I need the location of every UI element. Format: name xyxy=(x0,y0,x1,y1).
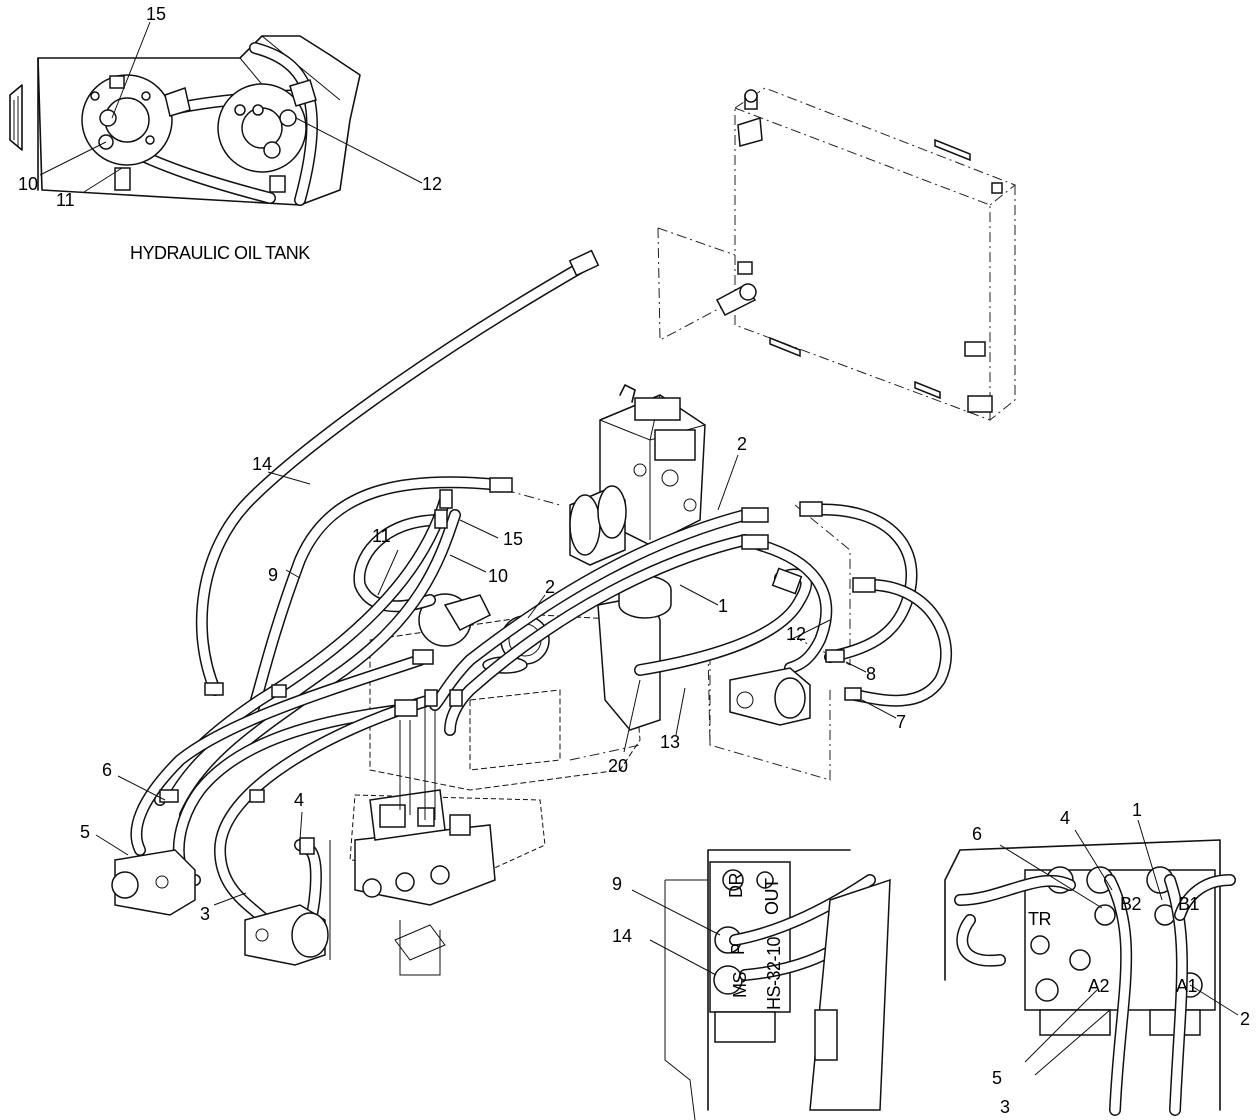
callout-label: 9 xyxy=(268,565,278,585)
valve-detail-right: B2 B1 TR A2 A1 xyxy=(944,819,1239,1116)
mark-dr: DR xyxy=(726,873,746,898)
oil-tank-inset xyxy=(9,21,423,206)
callout-label: 12 xyxy=(422,174,442,194)
fittings xyxy=(159,249,876,855)
callout-label: 2 xyxy=(737,434,747,454)
callout-label: 12 xyxy=(786,624,806,644)
callout-label: 7 xyxy=(896,712,906,732)
callout-label: 10 xyxy=(18,174,38,194)
callout-leaders xyxy=(95,454,897,906)
callout-label: 6 xyxy=(972,824,982,844)
valve-block-frame xyxy=(329,700,546,976)
callout-label: 4 xyxy=(1060,808,1070,828)
callout-label: 20 xyxy=(608,756,628,776)
oil-cooler xyxy=(657,87,1016,421)
callout-label: 2 xyxy=(1240,1009,1250,1029)
main-pump xyxy=(569,384,706,566)
mark-b1: B1 xyxy=(1178,894,1200,914)
mark-hs: HS-32-10 xyxy=(764,936,784,1010)
callout-label: 6 xyxy=(102,760,112,780)
callout-label: 11 xyxy=(372,526,391,546)
callout-label: 3 xyxy=(1000,1097,1010,1117)
callout-label: 5 xyxy=(80,822,90,842)
callout-label: 8 xyxy=(866,664,876,684)
callout-label: 15 xyxy=(503,529,523,549)
mark-a1: A1 xyxy=(1176,976,1198,996)
hoses xyxy=(130,259,953,926)
callout-label: 5 xyxy=(992,1068,1002,1088)
callout-label: 1 xyxy=(1132,800,1142,820)
callout-label: 1 xyxy=(718,596,728,616)
mark-tr: TR xyxy=(1028,909,1051,929)
callout-label: 14 xyxy=(612,926,632,946)
inset-title: HYDRAULIC OIL TANK xyxy=(130,243,310,263)
callout-label: 11 xyxy=(56,190,75,210)
mark-p: P xyxy=(728,943,748,955)
callout-label: 4 xyxy=(294,790,304,810)
mark-a2: A2 xyxy=(1088,976,1110,996)
callout-label: 14 xyxy=(252,454,272,474)
callout-label: 10 xyxy=(488,566,508,586)
callout-label: 13 xyxy=(660,732,680,752)
mark-ms: MS xyxy=(730,972,750,998)
mark-b2: B2 xyxy=(1120,894,1142,914)
callout-label: 3 xyxy=(200,904,210,924)
gear-motors xyxy=(111,667,811,966)
mark-out: OUT xyxy=(762,878,782,915)
valve-detail-left: DR OUT P MS HS-32-10 xyxy=(631,849,891,1120)
callout-label: 15 xyxy=(146,4,166,24)
callout-labels: 15 12 10 11 14 2 15 11 9 10 2 1 12 8 7 1… xyxy=(18,4,1250,1117)
callout-label: 2 xyxy=(545,577,555,597)
callout-label: 9 xyxy=(612,874,622,894)
